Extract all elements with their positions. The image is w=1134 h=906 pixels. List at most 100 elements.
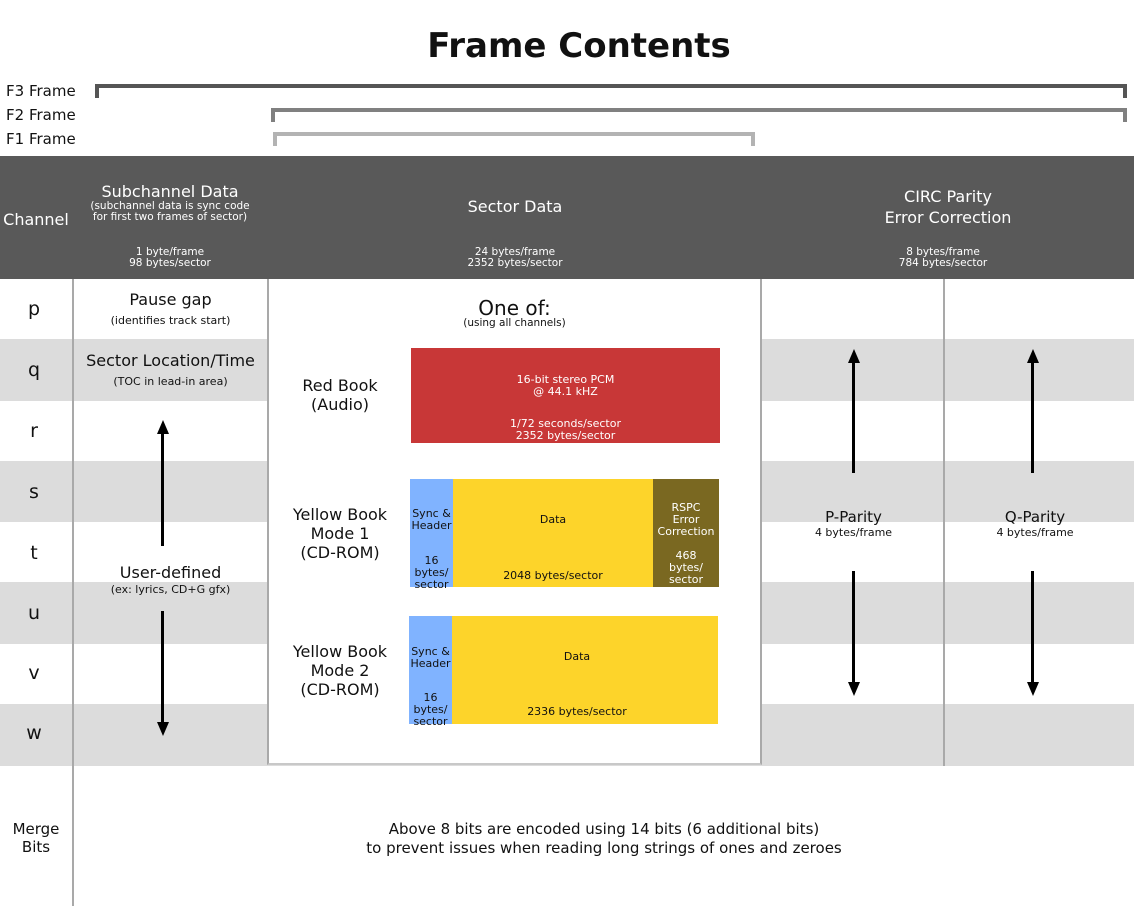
- user-arrow-down-head: [157, 722, 169, 736]
- divider-parity: [943, 279, 945, 766]
- subchannel-rate: 1 byte/frame 98 bytes/sector: [72, 247, 268, 269]
- mode1-data-size: 2048 bytes/sector: [503, 569, 603, 582]
- channel-q: q: [27, 359, 41, 381]
- mode1-rspc-1: RSPC: [671, 501, 701, 514]
- q-parity-arrow-up-shaft: [1031, 362, 1034, 473]
- mode1-label-2: Mode 1: [310, 524, 370, 543]
- mode2-data-label: Data: [563, 650, 591, 663]
- mode1-rspc-title: RSPC Error Correction: [653, 502, 719, 538]
- red-book-label-1: Red Book: [302, 376, 378, 395]
- channel-p: p: [27, 298, 41, 320]
- red-book-line-4: 2352 bytes/sector: [515, 429, 616, 442]
- merge-line-1: Above 8 bits are encoded using 14 bits (…: [388, 820, 820, 838]
- mode2-sync-3: 16: [423, 691, 438, 704]
- mode1-sync-3: 16: [424, 554, 439, 567]
- subchannel-rate-2: 98 bytes/sector: [129, 257, 211, 269]
- mode1-label: Yellow Book Mode 1 (CD-ROM): [279, 505, 401, 562]
- p-parity-arrow-up-head: [848, 349, 860, 363]
- p-parity-label: P-Parity: [825, 508, 882, 526]
- user-defined-note: (ex: lyrics, CD+G gfx): [110, 583, 231, 596]
- circ-header: CIRC Parity Error Correction: [762, 187, 1134, 227]
- p-parity-cell: P-Parity 4 bytes/frame: [764, 508, 943, 539]
- red-book-line-2: @ 44.1 kHZ: [533, 385, 598, 398]
- f1-frame-bracket: [273, 132, 755, 146]
- p-parity-arrow-down-shaft: [852, 571, 855, 683]
- q-parity-rate: 4 bytes/frame: [996, 526, 1074, 539]
- divider-channel: [72, 279, 74, 906]
- user-arrow-up-head: [157, 420, 169, 434]
- sector-rate-1: 24 bytes/frame: [474, 246, 556, 258]
- mode1-label-1: Yellow Book: [292, 505, 388, 524]
- sector-rate: 24 bytes/frame 2352 bytes/sector: [268, 247, 762, 269]
- header-band: Channel Subchannel Data (subchannel data…: [0, 156, 1134, 279]
- mode1-sync-5: sector: [414, 578, 449, 591]
- mode2-sync-size: 16 bytes/ sector: [409, 692, 452, 728]
- subchannel-note-2: for first two frames of sector): [92, 211, 248, 223]
- circ-rate-2: 784 bytes/sector: [898, 257, 988, 269]
- mode2-sync-title: Sync & Header: [409, 646, 452, 670]
- red-book-size: 1/72 seconds/sector 2352 bytes/sector: [411, 418, 720, 442]
- merge-label-1: Merge: [12, 820, 60, 838]
- channel-u: u: [27, 602, 41, 624]
- red-book-box: 16-bit stereo PCM @ 44.1 kHZ 1/72 second…: [411, 348, 720, 443]
- location-cell: Sector Location/Time (TOC in lead-in are…: [74, 351, 267, 388]
- mode2-data-box: Data 2336 bytes/sector: [452, 616, 718, 724]
- q-parity-arrow-up-head: [1027, 349, 1039, 363]
- circ-rate-1: 8 bytes/frame: [906, 246, 980, 258]
- mode2-sync-4: bytes/: [413, 703, 448, 716]
- subchannel-rate-1: 1 byte/frame: [135, 246, 205, 258]
- f3-frame-label: F3 Frame: [6, 82, 76, 100]
- channel-header: Channel: [3, 210, 69, 229]
- subchannel-title: Subchannel Data: [101, 182, 239, 201]
- mode1-sync-size: 16 bytes/ sector: [410, 555, 453, 591]
- mode2-label-2: Mode 2: [310, 661, 370, 680]
- q-parity-label: Q-Parity: [1004, 508, 1066, 526]
- pause-gap-note: (identifies track start): [110, 314, 231, 327]
- p-parity-arrow-up-shaft: [852, 362, 855, 473]
- pause-gap-cell: Pause gap (identifies track start): [74, 290, 267, 327]
- one-of-note: (using all channels): [463, 317, 566, 329]
- mode2-sync-2: Header: [410, 657, 451, 670]
- mode1-sync-2: Header: [411, 519, 452, 532]
- subchannel-header: Subchannel Data (subchannel data is sync…: [72, 182, 268, 223]
- user-arrow-down-shaft: [161, 611, 164, 723]
- mode1-sync-1: Sync &: [412, 507, 451, 520]
- red-book-pcm: 16-bit stereo PCM @ 44.1 kHZ: [411, 374, 720, 398]
- q-parity-arrow-down-shaft: [1031, 571, 1034, 683]
- channel-v: v: [28, 662, 40, 684]
- location-label: Sector Location/Time: [86, 351, 255, 370]
- f2-frame-label: F2 Frame: [6, 106, 76, 124]
- mode1-sync-4: bytes/: [414, 566, 449, 579]
- mode2-sync-5: sector: [413, 715, 448, 728]
- red-book-label-2: (Audio): [311, 395, 369, 414]
- mode1-sync-title: Sync & Header: [410, 508, 453, 532]
- p-parity-rate: 4 bytes/frame: [814, 526, 893, 539]
- circ-rate: 8 bytes/frame 784 bytes/sector: [762, 247, 1124, 269]
- user-arrow-up-shaft: [161, 433, 164, 546]
- mode1-rspc-3: Correction: [657, 525, 715, 538]
- circ-title-1: CIRC Parity: [904, 187, 992, 206]
- mode1-rspc-2: Error: [672, 513, 700, 526]
- mode2-sync-box: Sync & Header 16 bytes/ sector: [409, 616, 452, 728]
- merge-line-2: to prevent issues when reading long stri…: [366, 839, 842, 857]
- f1-frame-label: F1 Frame: [6, 130, 76, 148]
- user-defined-cell: User-defined (ex: lyrics, CD+G gfx): [74, 563, 267, 596]
- circ-title-2: Error Correction: [884, 208, 1012, 227]
- user-defined-label: User-defined: [119, 563, 222, 582]
- one-of-block: One of: (using all channels): [269, 296, 760, 329]
- location-note: (TOC in lead-in area): [113, 375, 228, 388]
- red-book-label: Red Book (Audio): [279, 376, 401, 414]
- red-book-line-3: 1/72 seconds/sector: [510, 417, 621, 430]
- mode1-rspc-box: RSPC Error Correction 468 bytes/ sector: [653, 479, 719, 587]
- mode1-label-3: (CD-ROM): [300, 543, 380, 562]
- mode1-sync-box: Sync & Header 16 bytes/ sector: [410, 479, 453, 591]
- pause-gap-label: Pause gap: [129, 290, 212, 309]
- mode2-label-1: Yellow Book: [292, 642, 388, 661]
- q-parity-cell: Q-Parity 4 bytes/frame: [945, 508, 1125, 539]
- p-parity-arrow-down-head: [848, 682, 860, 696]
- merge-bits-label: Merge Bits: [0, 820, 72, 856]
- mode1-rspc-6: sector: [668, 573, 704, 586]
- mode1-rspc-4: 468: [675, 549, 697, 562]
- red-book-line-1: 16-bit stereo PCM: [516, 373, 615, 386]
- subchannel-note-1: (subchannel data is sync code: [90, 200, 250, 212]
